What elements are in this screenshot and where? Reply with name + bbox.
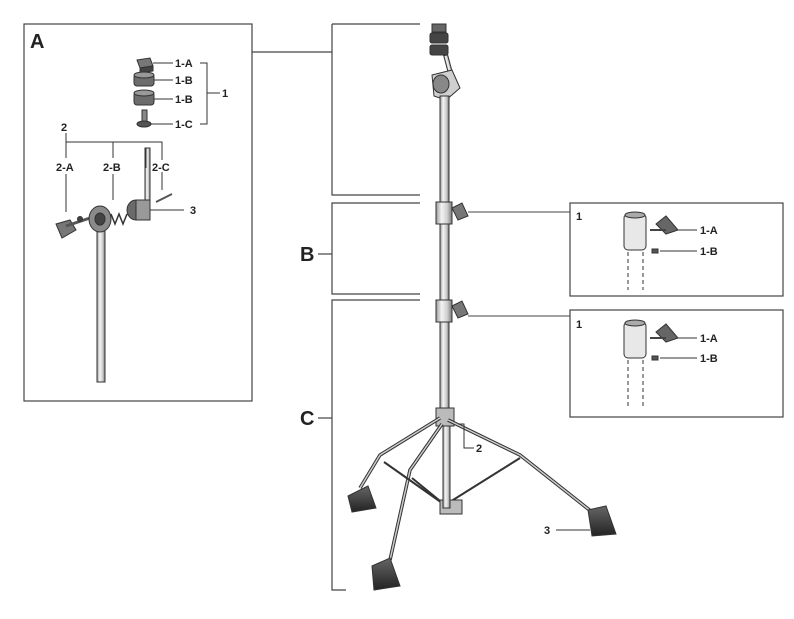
detail-b-label-1b: 1-B <box>700 246 718 258</box>
detail-b-label-1: 1 <box>576 211 582 223</box>
panel-b-detail-frame <box>569 202 784 297</box>
label-2b: 2-B <box>103 162 121 174</box>
section-label-a: A <box>30 31 44 53</box>
label-2: 2 <box>61 122 67 134</box>
cymbal-stand <box>347 23 617 591</box>
section-brackets <box>252 23 420 591</box>
panel-c-detail-frame <box>569 309 784 418</box>
tilter-block <box>126 199 151 221</box>
wing-bolt-2a <box>55 216 91 239</box>
section-label-b: B <box>300 244 314 266</box>
panel-a-frame <box>23 23 253 402</box>
rubber-foot-left <box>347 485 377 513</box>
stand-tilter <box>431 69 461 101</box>
label-1: 1 <box>222 88 228 100</box>
section-label-c: C <box>300 408 314 430</box>
detail-c-label-1: 1 <box>576 319 582 331</box>
stand-top-felt <box>429 23 453 74</box>
stand-label-3: 3 <box>544 525 550 537</box>
detail-c-label-1a: 1-A <box>700 333 718 345</box>
stand-label-2: 2 <box>476 443 482 455</box>
stand-clamp-c <box>435 299 570 323</box>
label-1b-top: 1-B <box>175 75 193 87</box>
detail-c-label-1b: 1-B <box>700 353 718 365</box>
detail-b-label-1a: 1-A <box>700 225 718 237</box>
tilter-disc-2b <box>88 205 112 233</box>
detail-c-parts <box>623 319 697 408</box>
label-1a: 1-A <box>175 58 193 70</box>
label-2c: 2-C <box>152 162 170 174</box>
stand-clamp-b <box>435 201 570 225</box>
felt-1b-bottom <box>133 89 155 106</box>
label-1b-bottom: 1-B <box>175 94 193 106</box>
label-1c: 1-C <box>175 119 193 131</box>
panel-a-labels: 1-A 1-B 1-B 1-C 1 2 2-A 2-B 2-C 3 <box>56 58 228 217</box>
rubber-foot-right <box>587 505 617 537</box>
detail-b-parts <box>623 211 697 290</box>
screw-3 <box>150 193 184 211</box>
label-3: 3 <box>190 205 196 217</box>
rubber-foot-front <box>371 557 401 591</box>
sleeve-1c <box>136 109 152 128</box>
felt-nut-1a <box>136 57 154 74</box>
label-2a: 2-A <box>56 162 74 174</box>
panel-a-parts <box>55 57 220 383</box>
felt-1b-top <box>133 71 155 87</box>
